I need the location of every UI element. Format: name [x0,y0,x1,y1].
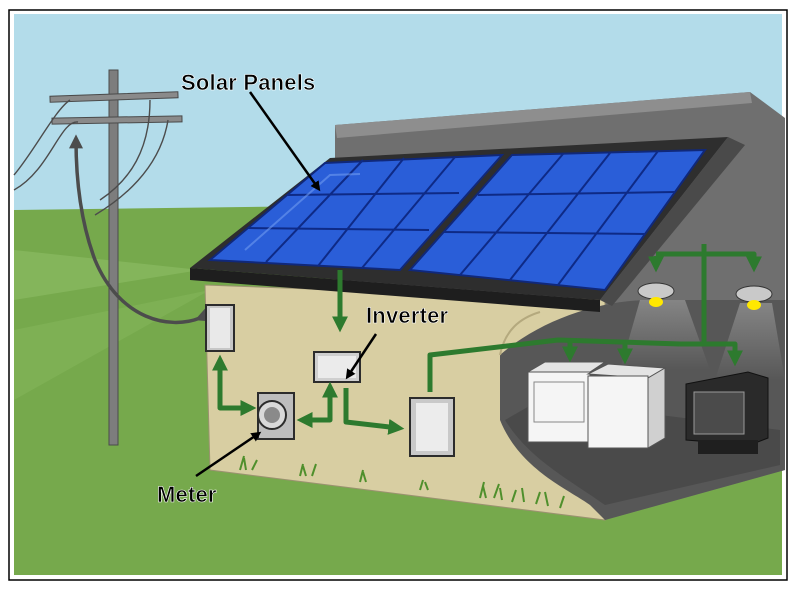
solar-panels-pointer [248,91,321,192]
green-wiring [211,244,763,435]
inverter-pointer [345,333,378,380]
meter-pointer [195,431,262,478]
dryer-icon [586,363,667,449]
grass [239,455,565,509]
lamp-icon [620,282,710,370]
meter-icon [257,392,295,440]
service-wire [69,134,211,325]
solar-panels-label: Solar Panels [181,70,315,95]
breaker-box-icon [205,304,235,352]
inverter-label: Inverter [366,303,449,328]
tv-icon [685,371,769,454]
solar-panel-icon [207,148,707,292]
breaker-box-icon [409,397,455,457]
meter-label: Meter [157,482,217,507]
washer-icon [526,361,607,443]
